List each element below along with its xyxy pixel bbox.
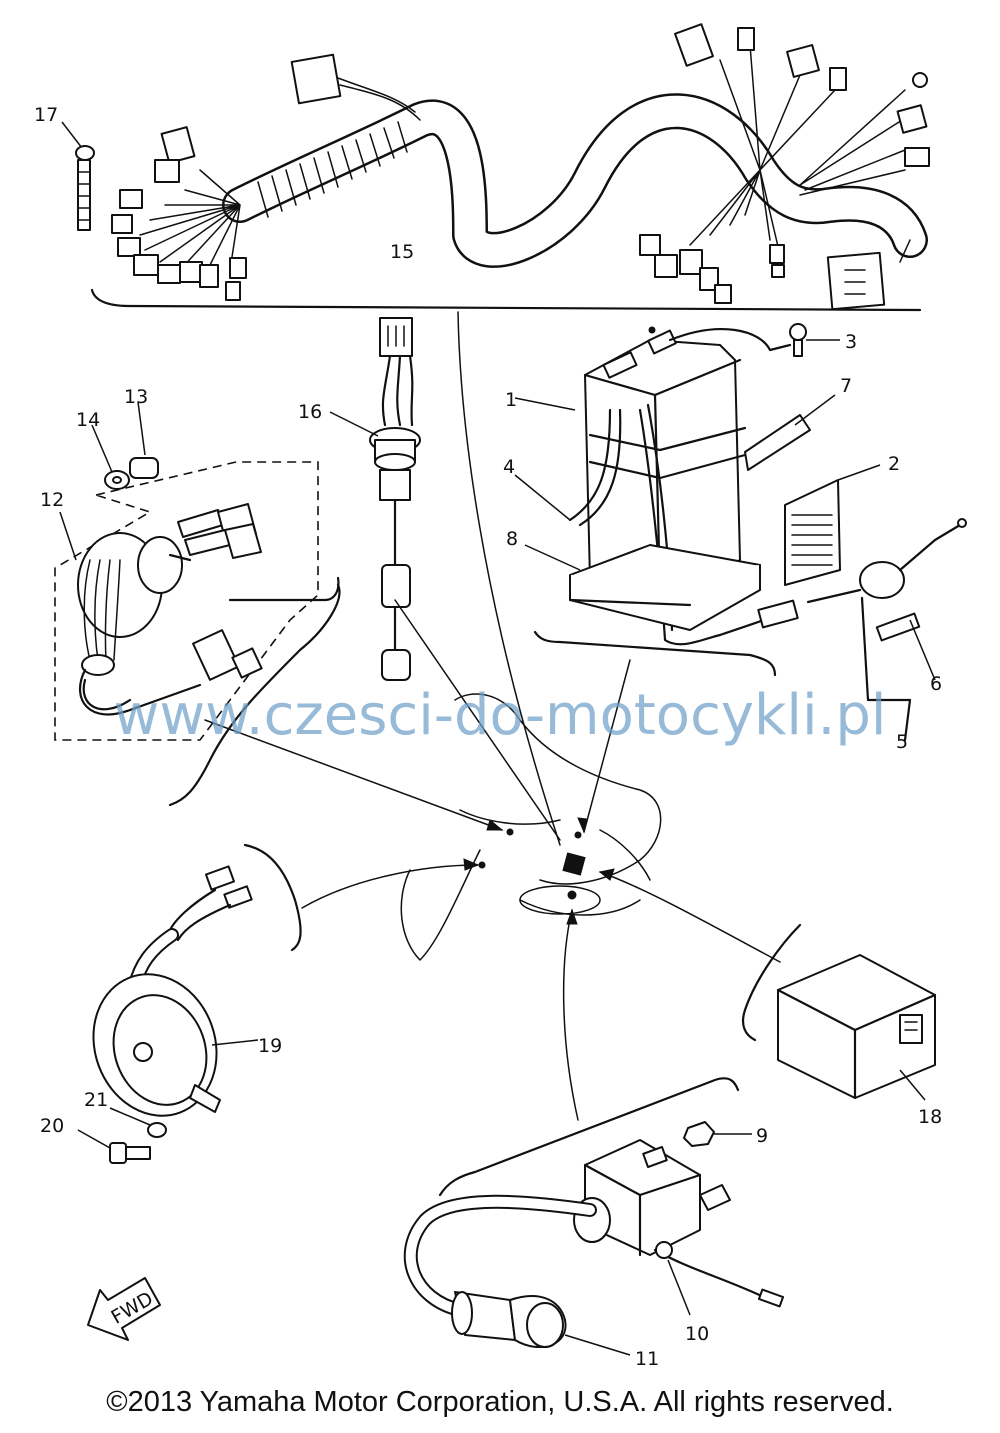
- watermark: www.czesci-do-motocykli.pl: [113, 683, 887, 748]
- callout-4: 4: [503, 456, 515, 478]
- fuse-holder-5: [806, 518, 967, 742]
- copyright-notice: ©2013 Yamaha Motor Corporation, U.S.A. A…: [106, 1386, 894, 1418]
- wire-harness-15: [90, 23, 930, 312]
- callout-11: 11: [635, 1348, 659, 1370]
- flasher-relay-18: [741, 923, 937, 1101]
- callout-12: 12: [40, 489, 64, 511]
- main-switch-12: [54, 401, 341, 807]
- frame-outline: [204, 311, 781, 1121]
- callout-10: 10: [685, 1323, 709, 1345]
- callout-16: 16: [298, 401, 322, 423]
- callout-2: 2: [888, 453, 900, 475]
- horn-19: [77, 843, 302, 1164]
- callout-6: 6: [930, 673, 942, 695]
- callout-14: 14: [76, 409, 100, 431]
- callout-8: 8: [506, 528, 518, 550]
- callout-21: 21: [84, 1089, 108, 1111]
- callout-19: 19: [258, 1035, 282, 1057]
- callout-17: 17: [34, 104, 58, 126]
- screw-17: [61, 121, 95, 231]
- callout-20: 20: [40, 1115, 64, 1137]
- callout-1: 1: [505, 389, 517, 411]
- ignition-coil-10: [403, 1077, 785, 1356]
- callout-3: 3: [845, 331, 857, 353]
- callout-15: 15: [390, 241, 414, 263]
- callout-18: 18: [918, 1106, 942, 1128]
- battery-1: [514, 323, 881, 677]
- callout-7: 7: [840, 375, 852, 397]
- callout-labels: 1 2 3 4 5 6 7 8 9 10 11 12 13 14 15 16 1…: [34, 104, 942, 1370]
- forward-arrow: FWD: [87, 1277, 161, 1341]
- callout-13: 13: [124, 386, 148, 408]
- lead-wire-16: [228, 317, 421, 681]
- callout-9: 9: [756, 1125, 768, 1147]
- callout-5: 5: [896, 731, 908, 753]
